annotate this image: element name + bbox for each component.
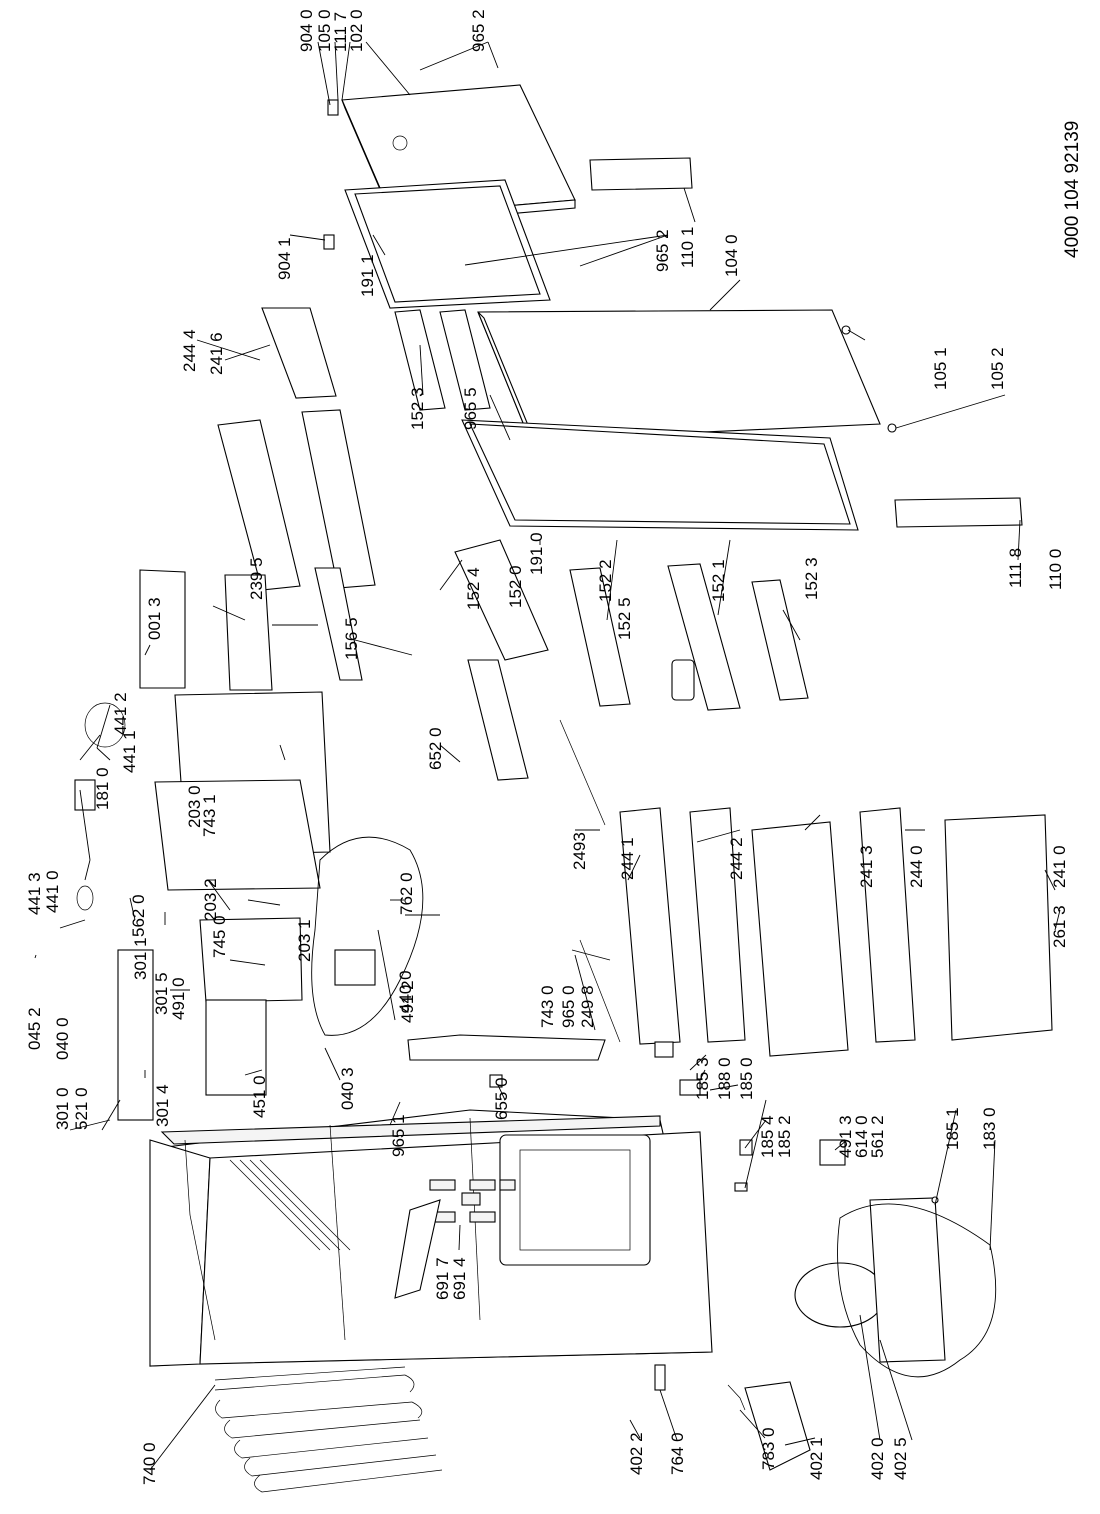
part-label: 110 1 xyxy=(678,227,697,268)
part-label: 441 3 xyxy=(25,872,44,915)
part-label: 040 0 xyxy=(53,1017,72,1060)
part-label: 244 4 xyxy=(180,329,199,372)
crisper-drawers xyxy=(314,567,1053,1057)
part-label: 965 1 xyxy=(389,1114,408,1157)
condenser-coil xyxy=(214,1366,443,1493)
part-label: 105 1 xyxy=(931,347,950,390)
part-label: 740 0 xyxy=(140,1442,159,1485)
part-label: 185 2 xyxy=(775,1115,794,1158)
door-bins xyxy=(394,309,809,781)
part-label: 402 5 xyxy=(891,1437,910,1480)
part-label: 783 0 xyxy=(759,1427,778,1470)
part-label: 152 4 xyxy=(464,567,483,610)
part-label: 451 0 xyxy=(250,1075,269,1118)
part-label: 762 0 xyxy=(397,872,416,915)
part-label: 045 2 xyxy=(25,1007,44,1050)
part-label: 2493 xyxy=(570,832,589,870)
part-label: 244 1 xyxy=(618,837,637,880)
part-label: 203 2 xyxy=(201,878,220,921)
part-label: 965 2 xyxy=(653,229,672,272)
part-label: 105 2 xyxy=(988,347,1007,390)
part-label: 111 8 xyxy=(1006,548,1025,588)
part-label: 111 7 xyxy=(331,12,350,52)
part-label: 152 3 xyxy=(802,557,821,600)
part-label: 001 3 xyxy=(145,597,164,640)
top-and-doors xyxy=(341,84,1023,531)
part-label: 152 5 xyxy=(615,597,634,640)
part-label: 491 2 xyxy=(398,980,417,1023)
part-label: 181 0 xyxy=(93,767,112,810)
part-label: 261 3 xyxy=(1050,905,1069,948)
part-label: 239 5 xyxy=(247,557,266,600)
document-number: 4000 104 92139 xyxy=(1062,121,1083,258)
part-label: 191 1 xyxy=(358,254,377,297)
part-label: 764 0 xyxy=(668,1432,687,1475)
part-label: 241 6 xyxy=(207,332,226,375)
part-label: 301 5 xyxy=(152,972,171,1015)
part-label: 185 0 xyxy=(737,1057,756,1100)
part-label: 249 8 xyxy=(578,985,597,1028)
part-label: 185 4 xyxy=(758,1115,777,1158)
compressor-area xyxy=(654,1139,997,1471)
part-label: 040 3 xyxy=(338,1067,357,1110)
part-label: 402 0 xyxy=(868,1437,887,1480)
part-label: 156 5 xyxy=(342,617,361,660)
part-label: 152 3 xyxy=(408,387,427,430)
part-label: 441 2 xyxy=(111,692,130,735)
part-label: 614 0 xyxy=(852,1115,871,1158)
part-label: 440 0 xyxy=(396,970,415,1013)
part-label: 402 1 xyxy=(807,1437,826,1480)
part-label: 185 1 xyxy=(943,1107,962,1150)
part-label: 104 0 xyxy=(722,234,741,277)
part-label: 183 0 xyxy=(980,1107,999,1150)
part-label: 188 0 xyxy=(715,1057,734,1100)
part-label: 241 3 xyxy=(857,845,876,888)
part-label: 105 0 xyxy=(315,9,334,52)
part-label: 241 0 xyxy=(1050,845,1069,888)
part-label: 301 1 xyxy=(131,937,150,980)
part-label: 441 0 xyxy=(43,870,62,913)
part-label: 152 1 xyxy=(709,559,728,602)
part-label: 691 7 xyxy=(433,1257,452,1300)
part-label: 965 2 xyxy=(469,9,488,52)
part-label: 185 3 xyxy=(693,1057,712,1100)
part-label: 655 0 xyxy=(492,1077,511,1120)
part-label: 743 1 xyxy=(200,794,219,837)
part-label: 904 1 xyxy=(275,237,294,280)
part-label: 301 4 xyxy=(153,1084,172,1127)
part-label: 203 0 xyxy=(185,785,204,828)
small-parts xyxy=(323,99,939,1204)
part-label: 965 5 xyxy=(461,387,480,430)
part-label: 402 2 xyxy=(627,1432,646,1475)
cabinet xyxy=(149,1109,713,1367)
part-label: 743 0 xyxy=(538,985,557,1028)
part-label: 745 0 xyxy=(210,915,229,958)
evaporator-assembly xyxy=(74,569,606,1299)
part-label: 102 0 xyxy=(347,9,366,52)
part-label: 441 1 xyxy=(120,730,139,773)
part-label: 965 0 xyxy=(559,985,578,1028)
part-label: 152 2 xyxy=(596,559,615,602)
part-label: 301 0 xyxy=(53,1087,72,1130)
leader-lines xyxy=(34,41,1061,1471)
part-label: 491 3 xyxy=(836,1115,855,1158)
part-label: 561 2 xyxy=(868,1115,887,1158)
part-label: 244 2 xyxy=(727,837,746,880)
part-label: 691 4 xyxy=(450,1257,469,1300)
part-label: 491 0 xyxy=(169,977,188,1020)
part-label: 904 0 xyxy=(297,9,316,52)
part-label: 203 1 xyxy=(295,919,314,962)
part-label: 110 0 xyxy=(1046,549,1065,590)
part-label: 521 0 xyxy=(72,1087,91,1130)
part-label: 152 0 xyxy=(506,565,525,608)
parts-drawing xyxy=(74,84,1053,1493)
part-label: 244 0 xyxy=(907,845,926,888)
part-label: 191 0 xyxy=(527,532,546,575)
shelves xyxy=(217,307,916,1045)
part-label: 562 0 xyxy=(129,894,148,937)
part-label: 652 0 xyxy=(426,727,445,770)
